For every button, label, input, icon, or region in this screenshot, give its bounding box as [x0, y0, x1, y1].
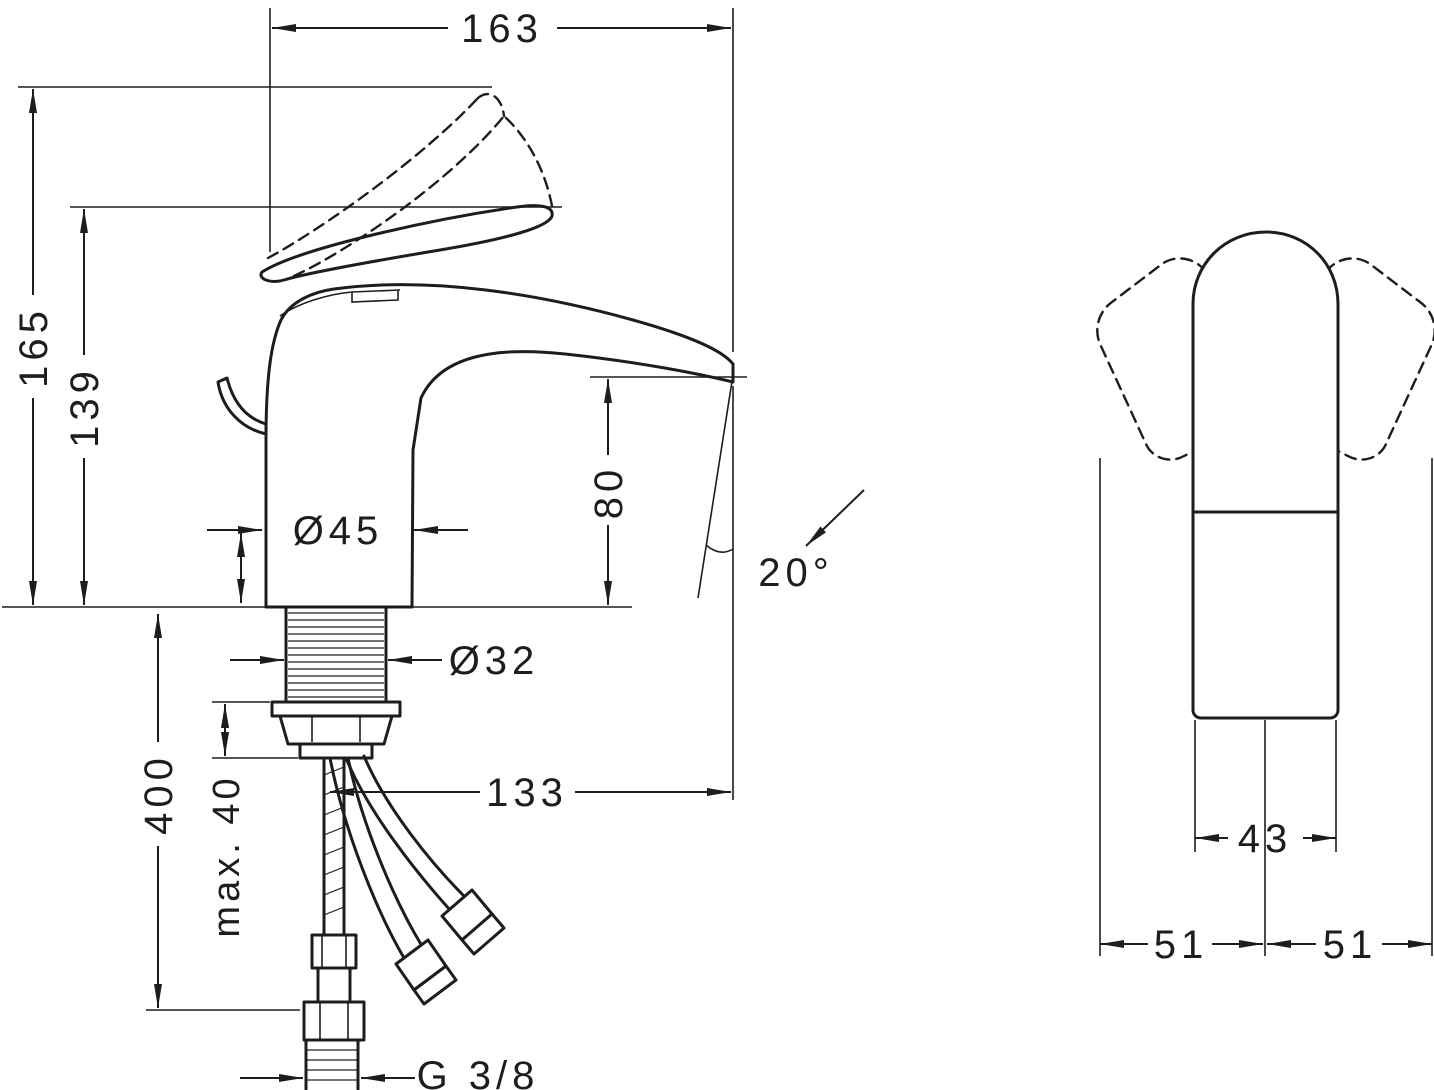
- hose1-connector-stub: [460, 912, 506, 956]
- dim-165-label: 165: [12, 306, 56, 388]
- dim-400: 400: [137, 614, 300, 1011]
- faucet-body-spout: [264, 283, 735, 609]
- dim-20deg-label: 20°: [758, 551, 834, 595]
- mounting-nut-facets: [311, 716, 361, 742]
- dim-163-label: 163: [461, 7, 543, 51]
- supply-hose-diagonal-1: [344, 754, 506, 956]
- hose2-connector-stub: [412, 964, 458, 1006]
- front-view: [1096, 230, 1434, 720]
- handle-lever: [259, 204, 554, 283]
- dimensions-front: 43 51 51: [1099, 458, 1433, 967]
- dim-163: 163: [269, 7, 734, 800]
- dim-20deg-angle-line: [697, 374, 734, 599]
- supply-hose-diagonal-2: [328, 756, 458, 1006]
- dim-d32: Ø32: [230, 639, 540, 683]
- dim-165: 165: [12, 86, 492, 605]
- mounting-nut: [278, 714, 394, 746]
- dim-max40: max. 40: [206, 701, 298, 938]
- dim-80-label: 80: [587, 465, 631, 520]
- pipe-union-nut: [310, 933, 358, 970]
- dim-20deg-arc: [705, 544, 734, 553]
- mounting-collar: [298, 742, 374, 760]
- dim-133-label: 133: [486, 771, 568, 815]
- handle-swing-arc: [502, 114, 554, 208]
- handle-dashed-top-edge: [266, 96, 480, 260]
- dim-51-right-label: 51: [1323, 923, 1378, 967]
- pipe-thread-stub: [304, 1038, 360, 1090]
- dim-43: 43: [1194, 720, 1337, 861]
- dim-max40-label: max. 40: [206, 774, 248, 937]
- popup-rod-lever: [216, 376, 268, 436]
- pipe-braid-ticks: [323, 766, 345, 916]
- supply-pipe-straight: [302, 756, 366, 1090]
- dim-51-left-label: 51: [1154, 923, 1209, 967]
- hose1-edges: [344, 754, 466, 912]
- handle-dashed-bottom-edge: [292, 114, 506, 278]
- pipe-end-nut: [302, 1000, 366, 1042]
- dim-80: 80: [587, 376, 747, 605]
- pipe-lower-tube: [316, 966, 352, 1004]
- front-faucet-body: [1191, 230, 1340, 720]
- side-view: [2, 92, 735, 1090]
- dim-43-label: 43: [1238, 817, 1293, 861]
- pipe-thread-stub-lines: [306, 1049, 358, 1081]
- mounting-washer: [270, 700, 402, 718]
- dim-20deg: 20°: [697, 374, 865, 599]
- shank-thread-lines: [288, 612, 384, 698]
- front-handle-swing-left: [1096, 257, 1214, 461]
- dim-133: 133: [330, 771, 731, 815]
- front-handle-swing-right: [1318, 257, 1434, 461]
- dim-d45-label: Ø45: [293, 509, 384, 553]
- handle-base-step: [351, 291, 399, 303]
- dim-20deg-leader-arrow: [805, 489, 865, 547]
- handle-dashed-position: [266, 92, 554, 278]
- dim-51-51: 51 51: [1099, 458, 1433, 967]
- hose2-edges: [328, 756, 424, 960]
- pipe-end-nut-facets: [319, 1002, 349, 1040]
- dim-400-label: 400: [137, 753, 181, 835]
- dim-g38-label: G 3/8: [417, 1054, 540, 1090]
- dimensions-side: 163 165 139 Ø45 80: [12, 7, 865, 1090]
- handle-dashed-tip: [476, 92, 506, 118]
- dim-d32-label: Ø32: [449, 639, 540, 683]
- dim-139: 139: [63, 206, 562, 605]
- dim-139-label: 139: [63, 366, 107, 448]
- dim-g38: G 3/8: [240, 1054, 540, 1090]
- pipe-union-facets: [321, 935, 347, 968]
- dim-d45: Ø45: [207, 509, 468, 603]
